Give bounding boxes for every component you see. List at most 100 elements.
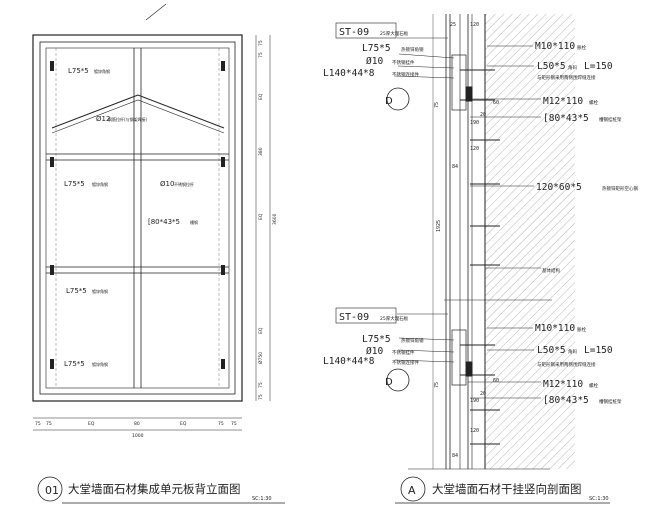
dim-bottom-2: EQ — [88, 421, 95, 427]
dim-d60-upper: 60 — [493, 100, 499, 106]
m10-upper: M10*110 — [535, 41, 575, 52]
detail-number-circle — [37, 476, 63, 502]
tube-label: 120*60*5 — [536, 182, 582, 193]
l50-sub-lower: 与矩形钢采用两侧围焊缝连接 — [537, 361, 596, 368]
left-elevation — [32, 3, 285, 504]
st-note-lower: 25厚大理石板 — [380, 315, 409, 322]
label-c80: [80*43*5 — [148, 218, 180, 226]
detail-marker-d-lower — [386, 368, 410, 392]
dim-d60-lower: 60 — [493, 378, 499, 384]
dim-right-1: 75 — [258, 52, 264, 58]
l140-lower: L140*44*8 — [323, 356, 375, 367]
label-rod: Ø12 — [96, 115, 110, 123]
c80-lower: [80*43*5 — [543, 395, 589, 406]
nut-upper — [465, 86, 473, 102]
l75-note-lower: 热镀锌角钢 — [401, 337, 424, 344]
l140-note-lower: 不锈钢连接件 — [392, 359, 419, 366]
dim-bottom-5: 75 — [218, 421, 224, 427]
dim-d190-lower: 190 — [470, 398, 479, 404]
l150-lower: L=150 — [584, 345, 613, 356]
l75-lower: L75*5 — [362, 334, 391, 345]
d10-lower: Ø10 — [366, 346, 383, 357]
dim-right-0: 75 — [258, 40, 264, 46]
title-number-01: 01 — [45, 484, 59, 497]
inner-frame — [39, 41, 236, 395]
m12-upper: M12*110 — [543, 96, 583, 107]
d10-note-lower: 不锈钢挂件 — [392, 349, 415, 356]
dim-right-7: Ø750 — [257, 352, 264, 364]
dim-right-6: EQ — [258, 327, 264, 334]
dim-right-4: EQ — [258, 213, 264, 220]
section-block-upper — [386, 54, 500, 266]
label-l75-a: L75*5 — [68, 67, 89, 75]
wall-hatch — [485, 14, 575, 469]
tube-note: 热镀锌矩形空心钢 — [602, 185, 638, 192]
bracket-upper — [451, 54, 467, 111]
d10-upper: Ø10 — [366, 56, 383, 67]
label-l75-b: L75*5 — [64, 180, 85, 188]
section-labels-lower: ST-09 25厚大理石板 L75*5 热镀锌角钢 Ø10 不锈钢挂件 L140… — [323, 307, 622, 459]
c80-upper: [80*43*5 — [543, 113, 589, 124]
m10-note-lower: 胀栓 — [577, 326, 586, 333]
dim-right-8: 75 — [258, 382, 264, 388]
anchor-dots — [50, 61, 225, 369]
dim-total: 1000 — [132, 433, 144, 439]
dim-top-25: 25 — [450, 22, 456, 28]
c80-note-lower: 槽钢挂桩架 — [599, 398, 622, 405]
rod-tie-b — [51, 99, 225, 134]
dim-bottom-0: 75 — [35, 421, 41, 427]
panel-edge — [45, 47, 230, 389]
left-title: 大堂墙面石材集成单元板背立面图 — [68, 482, 241, 496]
left-dims-bottom: 75 75 EQ 80 EQ 75 75 1000 — [35, 421, 237, 439]
dim-d84-upper: 84 — [452, 164, 458, 170]
st-box-upper — [335, 22, 397, 39]
label-c80-note: 槽钢 — [190, 219, 198, 225]
label-d10: Ø10 — [160, 180, 174, 188]
label-rod-note: 钢筋拉杆(与钢架焊接) — [108, 116, 148, 122]
right-title: 大堂墙面石材干挂竖向剖面图 — [432, 482, 582, 496]
m12-note-lower: 螺栓 — [589, 382, 598, 389]
dim-right-5: 3600 — [272, 213, 278, 225]
height-dim: 1925 — [436, 220, 442, 232]
right-section — [386, 14, 610, 504]
dim-bottom-1: 75 — [46, 421, 52, 427]
dim-bottom-6: 75 — [231, 421, 237, 427]
structure-label: 基体结构 — [542, 267, 560, 274]
st-note-upper: 25厚大理石板 — [380, 30, 409, 37]
marker-d-upper: D — [385, 96, 393, 107]
label-l75-d-note: 镀锌角钢 — [92, 361, 108, 367]
m12-lower: M12*110 — [543, 379, 583, 390]
dim-d75-upper: 75 — [434, 102, 440, 108]
l50-sub-upper: 与矩形钢采用两侧围焊缝连接 — [537, 74, 596, 81]
detail-marker-d-upper — [386, 87, 410, 111]
st-box-lower — [335, 307, 397, 324]
title-marker-a: A — [408, 484, 416, 497]
l50-note-upper: 角码 — [568, 64, 577, 71]
dim-right-9: 75 — [258, 394, 264, 400]
section-arrow — [145, 3, 167, 21]
dim-d20-lower: 20 — [480, 391, 486, 397]
label-l75-d: L75*5 — [64, 360, 85, 368]
rod-tie-a — [51, 94, 225, 129]
section-block-lower — [386, 329, 500, 445]
l75-upper: L75*5 — [362, 43, 391, 54]
dim-d120-upper: 120 — [470, 146, 479, 152]
l50-note-lower: 角码 — [568, 348, 577, 355]
label-l75-c: L75*5 — [66, 287, 87, 295]
nut-lower — [465, 361, 473, 377]
dim-bottom-3: 80 — [134, 421, 140, 427]
l50-lower: L50*5 — [537, 345, 566, 356]
dim-right-3: 380 — [258, 147, 264, 156]
l75-note-upper: 热镀锌角钢 — [401, 46, 424, 53]
m10-note-upper: 胀栓 — [577, 44, 586, 51]
st-code-lower: ST-09 — [339, 312, 369, 323]
dim-right-2: EQ — [258, 93, 264, 100]
section-labels-upper: ST-09 25厚大理石板 L75*5 热镀锌角钢 Ø10 不锈钢挂件 L140… — [323, 22, 622, 170]
label-l75-a-note: 镀锌角钢 — [94, 68, 110, 74]
dim-bottom-4: EQ — [180, 421, 187, 427]
dim-d84-lower: 84 — [452, 453, 458, 459]
leader-lines — [394, 37, 541, 399]
label-l75-b-note: 镀锌角钢 — [92, 181, 108, 187]
dim-d75-lower: 75 — [434, 382, 440, 388]
